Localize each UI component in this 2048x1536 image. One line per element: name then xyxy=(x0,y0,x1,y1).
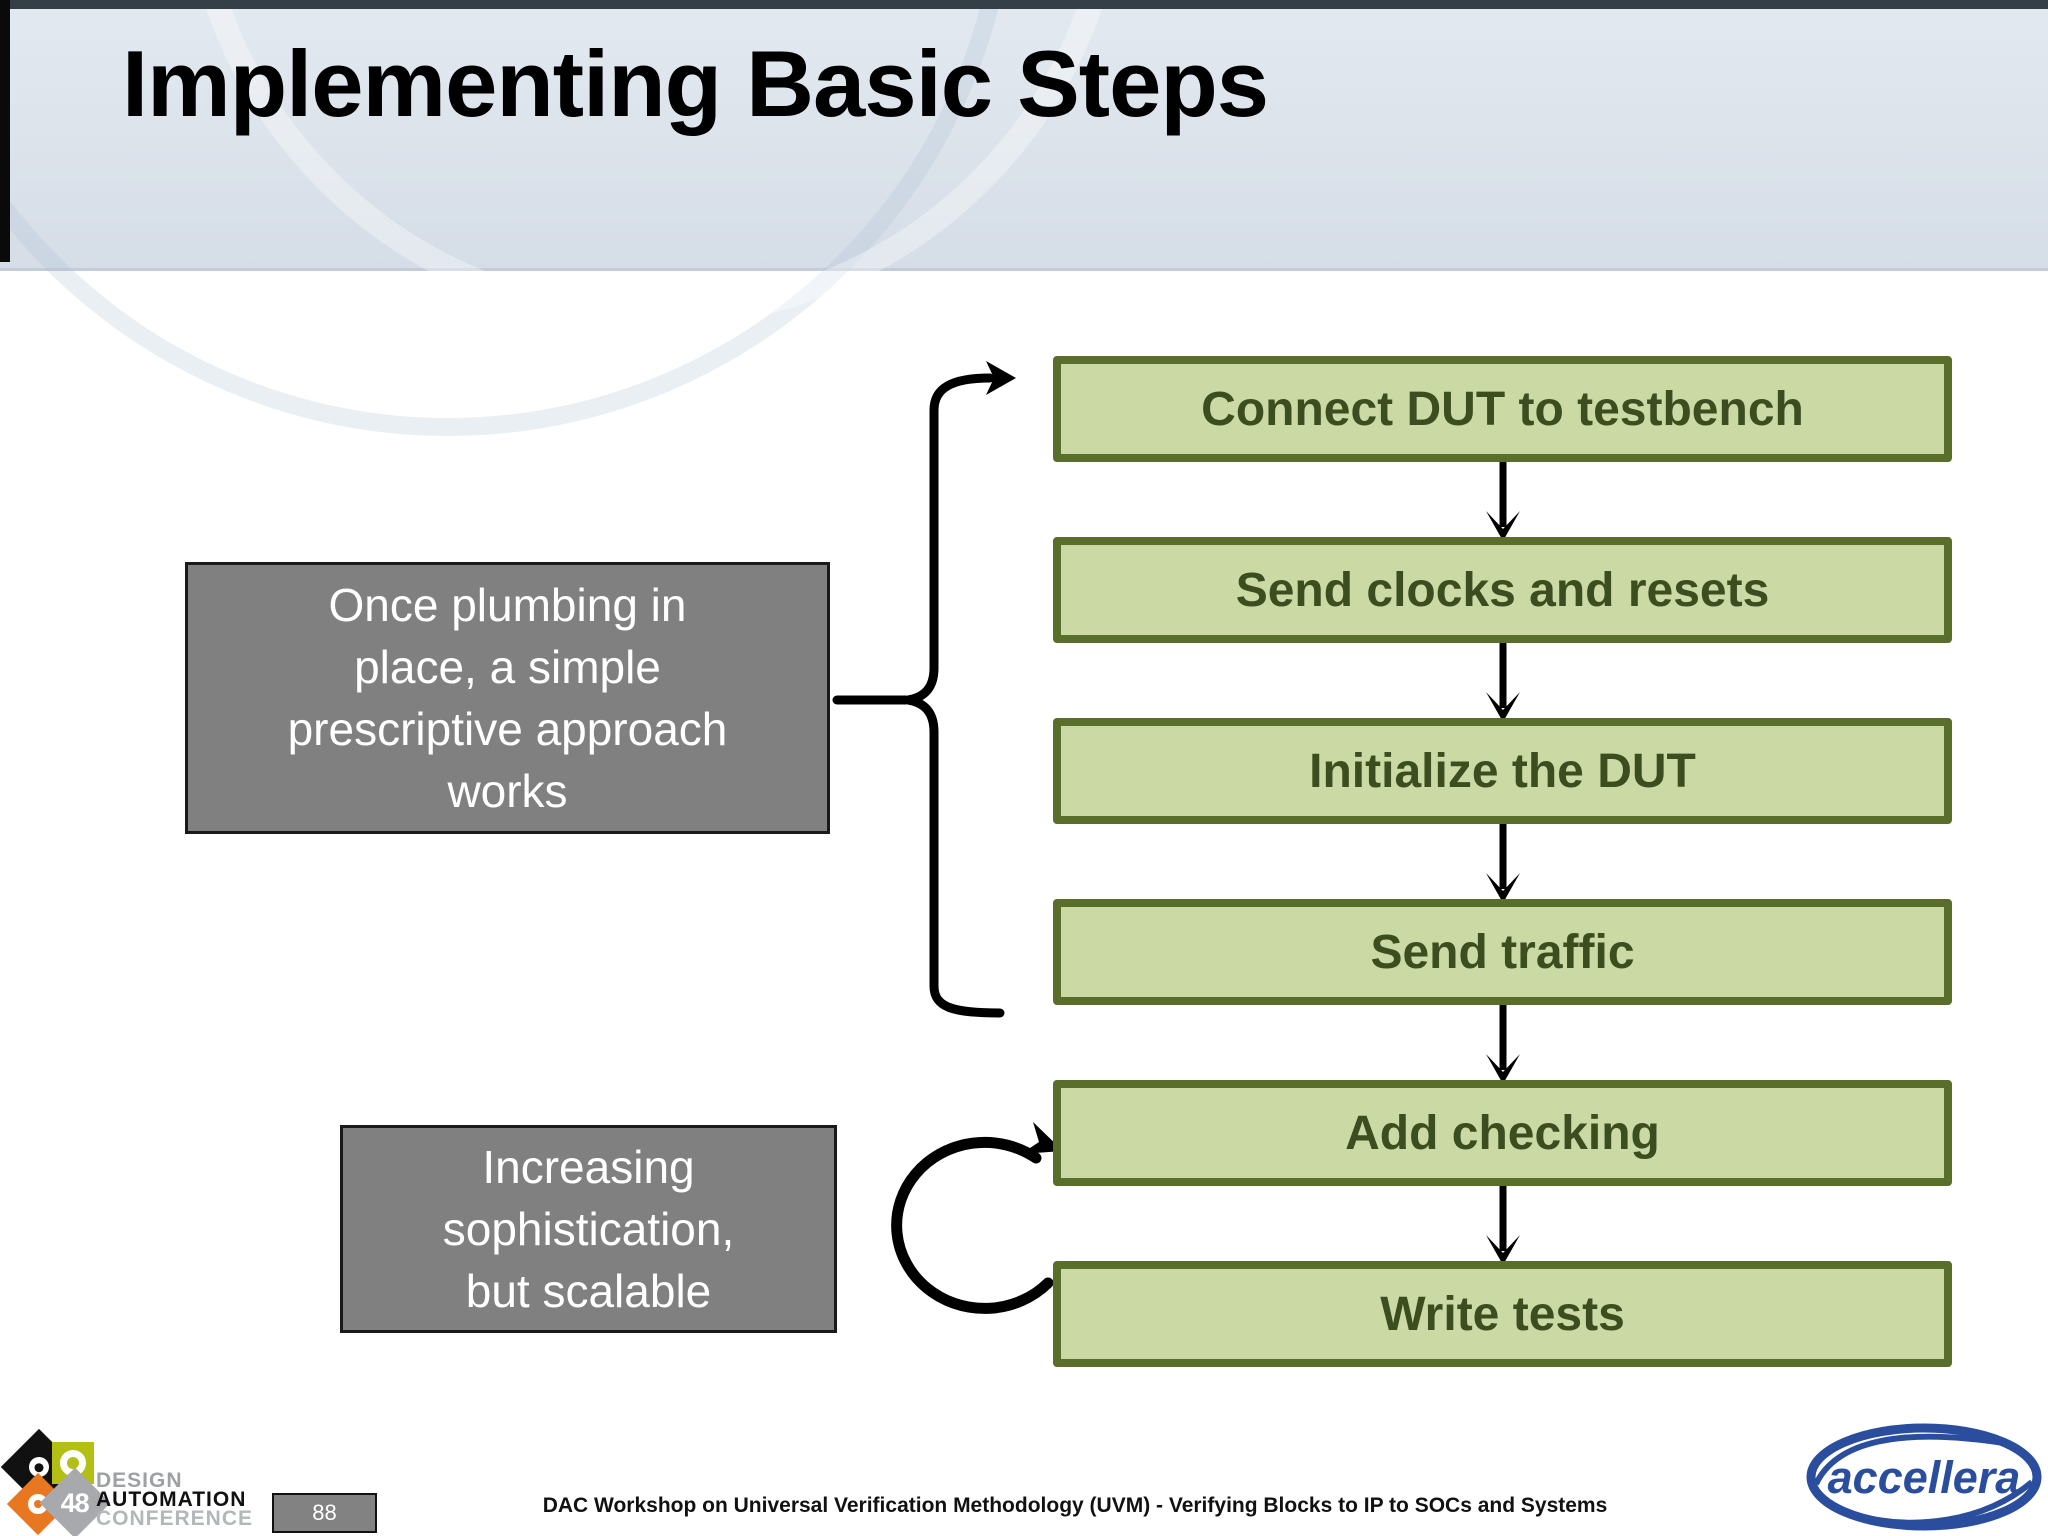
flow-step-initialize: Initialize the DUT xyxy=(1053,718,1952,824)
accellera-wordmark: accellera xyxy=(1828,1452,2021,1503)
dac-wordmark-conference: CONFERENCE xyxy=(96,1507,254,1530)
iterate-loop-arrow xyxy=(891,1122,1063,1314)
slide-top-edge xyxy=(0,0,2048,9)
flow-step-add-checking: Add checking xyxy=(1053,1080,1952,1186)
callout-line: but scalable xyxy=(465,1265,712,1317)
callout-line: prescriptive approach xyxy=(287,703,728,755)
workshop-footer-title: DAC Workshop on Universal Verification M… xyxy=(542,1494,1608,1517)
callout-line: works xyxy=(447,765,568,817)
dac-conference-logo: 48 xyxy=(0,1428,118,1536)
callout-line: sophistication, xyxy=(442,1203,735,1255)
callout-line: Once plumbing in xyxy=(328,579,687,631)
page-number: 88 xyxy=(312,1500,337,1525)
dac-conference-wordmark: DESIGN AUTOMATION CONFERENCE xyxy=(96,1469,254,1530)
flow-step-send-traffic: Send traffic xyxy=(1053,899,1952,1005)
flow-step-connect-dut: Connect DUT to testbench xyxy=(1053,356,1952,462)
callout-line: Increasing xyxy=(482,1141,695,1193)
page-number-badge: 88 xyxy=(272,1493,377,1533)
flow-step-write-tests: Write tests xyxy=(1053,1261,1952,1367)
plumbing-brace xyxy=(832,361,1016,1018)
callout-plumbing: Once plumbing in place, a simple prescri… xyxy=(185,562,830,834)
callout-scalable: Increasing sophistication, but scalable xyxy=(340,1125,837,1333)
dac-logo-number: 48 xyxy=(60,1487,90,1518)
accellera-logo: accellera xyxy=(1806,1423,2042,1531)
slide-left-edge xyxy=(0,0,10,262)
callout-line: place, a simple xyxy=(354,641,661,693)
flow-step-send-clocks: Send clocks and resets xyxy=(1053,537,1952,643)
page-title: Implementing Basic Steps xyxy=(122,31,1269,136)
dac-wordmark-automation: AUTOMATION xyxy=(96,1488,247,1511)
dac-wordmark-design: DESIGN xyxy=(96,1469,183,1492)
